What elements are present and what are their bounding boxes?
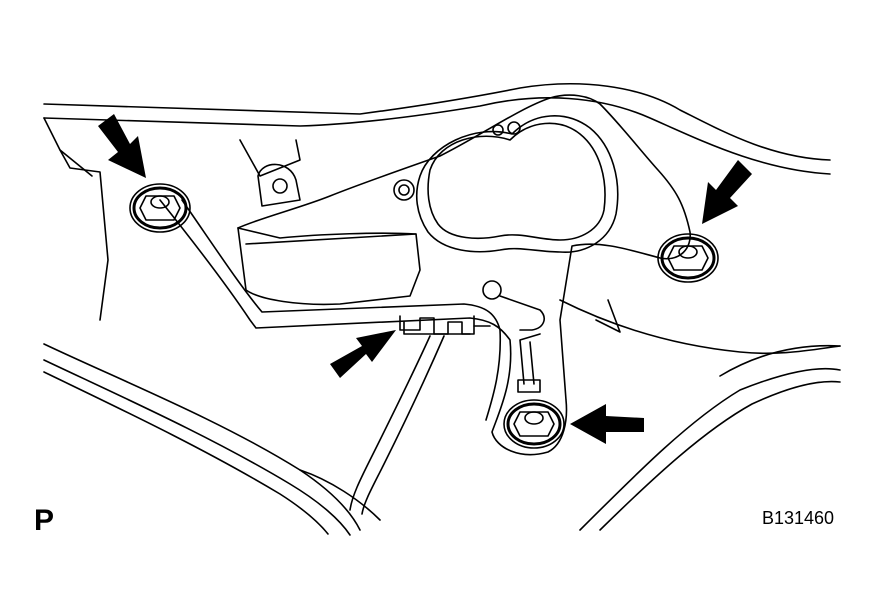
motor-bracket-inner-outline — [181, 199, 502, 421]
motor-bracket-outline — [159, 94, 691, 456]
gear-housing-opening — [427, 122, 606, 241]
right-panel-curve-2 — [599, 380, 841, 531]
callout-arrow-connector — [330, 330, 396, 378]
view-code-label: P — [34, 504, 55, 537]
motor-body — [237, 227, 421, 306]
wire-harness — [349, 335, 431, 511]
lower-panel-line-2 — [43, 359, 351, 536]
bolt-left — [129, 183, 191, 233]
electrical-connector — [399, 315, 491, 335]
callout-arrow-bottom-bolt — [570, 404, 644, 444]
housing-hole-left — [393, 179, 415, 201]
housing-hole-top-2 — [507, 121, 521, 135]
ground-terminal-ring — [482, 280, 502, 300]
right-panel-curve-1 — [579, 367, 841, 531]
bolt-right — [657, 233, 719, 283]
body-panel-inner-outline — [43, 97, 831, 175]
panel-left-edge — [43, 117, 109, 321]
lower-panel-line-3 — [43, 371, 329, 535]
bolt-bottom — [503, 399, 565, 449]
body-panel-outline — [43, 83, 831, 161]
figure-code-label: B131460 — [762, 508, 835, 528]
callout-arrow-left-bolt — [98, 114, 146, 178]
housing-hole-top-1 — [492, 124, 504, 136]
callout-arrow-right-bolt — [702, 160, 752, 224]
lower-panel-line-1 — [43, 343, 361, 531]
